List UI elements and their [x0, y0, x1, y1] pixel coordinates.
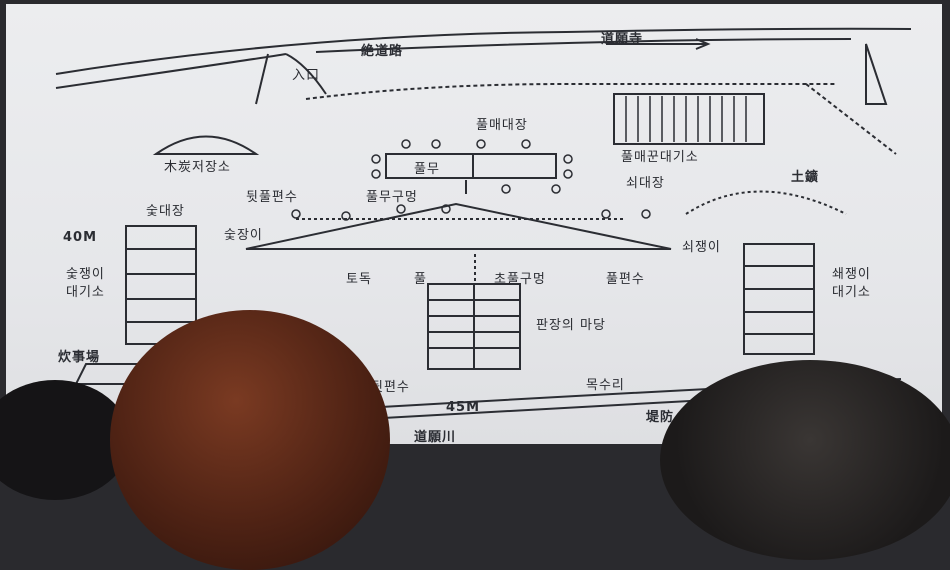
label-road-top: 絶道路 [361, 44, 404, 59]
label-iron-master: 쇠대장 [626, 176, 665, 191]
label-bottom-side: 뒷편수 [371, 380, 410, 395]
label-front-hole: 초풀구멍 [494, 272, 546, 287]
label-distance-bottom: 45M [446, 400, 481, 415]
label-repair-worker: 목수리 [586, 378, 625, 393]
label-slag-yard: 판장의 마당 [536, 318, 606, 333]
label-front-side: 풀편수 [606, 272, 645, 287]
label-soil: 土鑛 [791, 170, 820, 185]
label-entrance: 入口 [292, 68, 321, 83]
label-sut-place: 숯대장 [146, 204, 185, 219]
label-bellows-waiting: 풀매꾼대기소 [621, 150, 699, 165]
label-furnace-pool: 풀 [414, 272, 427, 287]
label-bellows-place: 풀매대장 [476, 118, 528, 133]
photo: 絶道路 道願寺 入口 木炭저장소 풀무 풀매대장 풀매꾼대기소 뒷풀편수 풀무구… [0, 4, 950, 570]
arrow [606, 38, 711, 50]
label-sut-worker: 숯장이 [224, 228, 263, 243]
label-bellows: 풀무 [414, 162, 440, 177]
label-river: 道願川 [414, 430, 457, 445]
audience-head [660, 360, 950, 560]
label-furnace-ore: 토독 [346, 272, 372, 287]
label-sut-waiting: 숯쟁이 대기소 [66, 267, 105, 300]
label-charcoal-storage: 木炭저장소 [164, 160, 231, 175]
label-iron-worker: 쇠쟁이 [682, 240, 721, 255]
label-road-top-arrow: 道願寺 [601, 32, 644, 47]
road-top-line-2 [55, 53, 287, 89]
label-kitchen: 炊事場 [58, 350, 101, 365]
label-bellows-chamber: 풀무구멍 [366, 190, 418, 205]
label-distance-left: 40M [63, 230, 98, 245]
label-right-waiting: 쇄쟁이 대기소 [832, 267, 871, 300]
label-left-bellows-side: 뒷풀편수 [246, 190, 298, 205]
road-top-line [55, 27, 912, 75]
audience-head [110, 310, 390, 570]
label-embankment: 堤防 [646, 410, 675, 425]
